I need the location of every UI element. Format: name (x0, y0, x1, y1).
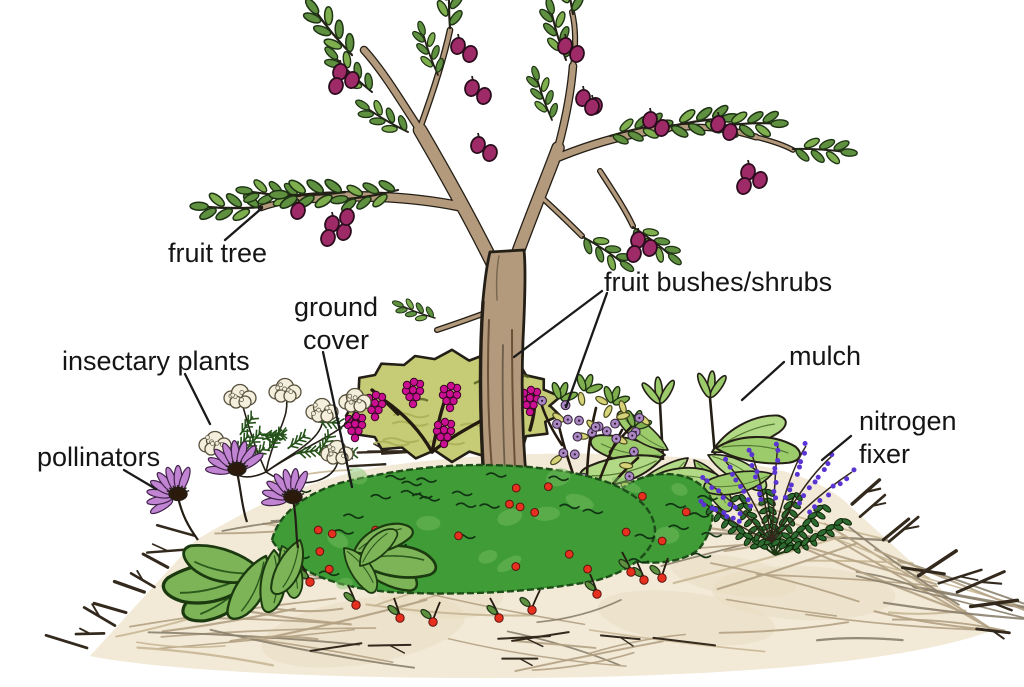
fruit-tree-drawing (189, 0, 858, 488)
label-fruit-bushes: fruit bushes/shrubs (604, 267, 833, 297)
leader-lines (122, 206, 853, 491)
hosta-plant-drawing (161, 522, 438, 623)
insectary-plants-drawing (198, 377, 372, 484)
label-fruit-tree: fruit tree (168, 238, 268, 268)
label-nitrogen-fixer: nitrogen fixer (859, 406, 957, 470)
pollinators-drawing (146, 440, 308, 549)
nitrogen-fixer-drawing (698, 441, 857, 556)
label-insectary-plants: insectary plants (62, 346, 250, 376)
label-pollinators: pollinators (37, 442, 161, 472)
label-ground-cover: ground cover (293, 292, 379, 356)
label-mulch: mulch (789, 341, 862, 371)
